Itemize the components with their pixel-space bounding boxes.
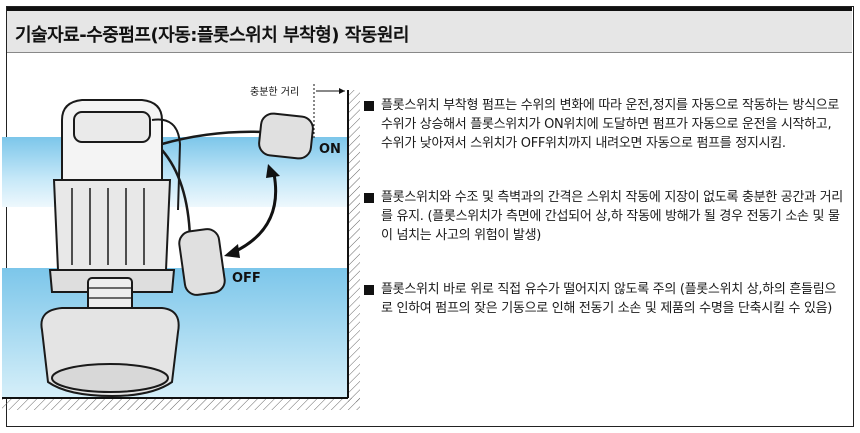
- bullet-square-icon: [364, 193, 374, 203]
- float-cable-off: [161, 149, 192, 239]
- page-frame: 기술자료-수중펌프(자동:플롯스위치 부착형) 작동원리: [6, 6, 854, 427]
- bullet-square-icon: [364, 101, 374, 111]
- distance-label: 충분한 거리: [250, 86, 299, 98]
- distance-arrowhead: [339, 88, 345, 94]
- float-motion-arrow: [224, 164, 280, 258]
- note-item: 플롯스위치와 수조 및 측벽과의 간격은 스위치 작동에 지장이 없도록 충분한…: [364, 188, 844, 245]
- note-text: 플롯스위치 부착형 펌프는 수위의 변화에 따라 운전,정지를 자동으로 작동하…: [381, 98, 840, 151]
- pump: [40, 99, 182, 398]
- note-item: 플롯스위치 부착형 펌프는 수위의 변화에 따라 운전,정지를 자동으로 작동하…: [364, 96, 844, 153]
- float-switch-off: [178, 228, 226, 296]
- title-bar: 기술자료-수중펌프(자동:플롯스위치 부착형) 작동원리: [7, 7, 852, 53]
- pump-diagram: 충분한 거리 ON OFF: [2, 84, 360, 410]
- notes-list: 플롯스위치 부착형 펌프는 수위의 변화에 따라 운전,정지를 자동으로 작동하…: [364, 96, 844, 353]
- note-item: 플롯스위치 바로 위로 직접 유수가 떨어지지 않도록 주의 (플롯스위치 상,…: [364, 280, 844, 318]
- off-label: OFF: [232, 271, 261, 286]
- page-title: 기술자료-수중펌프(자동:플롯스위치 부착형) 작동원리: [15, 25, 409, 46]
- note-text: 플롯스위치와 수조 및 측벽과의 간격은 스위치 작동에 지장이 없도록 충분한…: [381, 190, 843, 243]
- bullet-square-icon: [364, 285, 374, 295]
- note-text: 플롯스위치 바로 위로 직접 유수가 떨어지지 않도록 주의 (플롯스위치 상,…: [381, 282, 837, 316]
- tank-floor-hatch: [2, 398, 360, 410]
- tank-wall-hatch: [348, 90, 360, 402]
- float-cable-on: [161, 130, 265, 146]
- on-label: ON: [319, 142, 341, 157]
- float-switch-on: [258, 112, 314, 160]
